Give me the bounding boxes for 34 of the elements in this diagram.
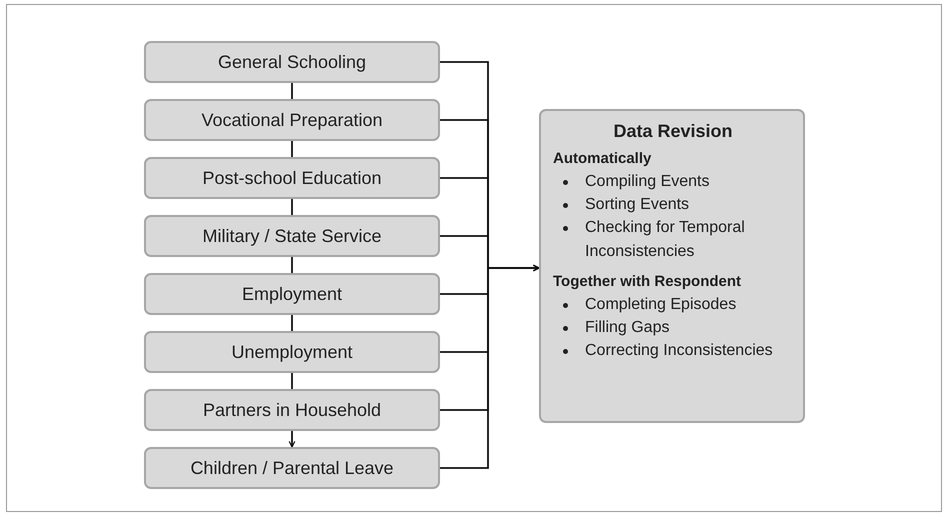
box-label: Unemployment xyxy=(231,342,353,362)
category-box xyxy=(144,389,440,431)
category-box xyxy=(144,273,440,315)
box-label: Vocational Preparation xyxy=(201,110,383,130)
box-label: Military / State Service xyxy=(202,226,382,246)
bullet-item: Checking for Temporal Inconsistencies xyxy=(585,219,745,260)
box-label: Children / Parental Leave xyxy=(190,458,394,478)
connector-line xyxy=(291,373,293,389)
arrow xyxy=(288,431,296,448)
category-box xyxy=(144,41,440,83)
category-box xyxy=(144,99,440,141)
box-label: Post-school Education xyxy=(202,168,382,188)
connector-line xyxy=(291,199,293,215)
category-box xyxy=(144,157,440,199)
bullet-item: Filling Gaps xyxy=(585,318,670,336)
category-box xyxy=(144,215,440,257)
section-heading: Together with Respondent xyxy=(553,272,742,290)
arrow xyxy=(440,264,540,469)
box-label: General Schooling xyxy=(218,52,366,72)
category-box xyxy=(144,447,440,489)
bullet-item: Compiling Events xyxy=(585,173,710,190)
section-heading: Automatically xyxy=(553,150,652,167)
box-label: Employment xyxy=(242,284,342,304)
bullet-item: Sorting Events xyxy=(585,196,690,214)
bullet-item: Correcting Inconsistencies xyxy=(585,342,773,360)
process-panel xyxy=(539,109,805,423)
connector-line xyxy=(291,315,293,331)
panel-title: Data Revision xyxy=(612,121,734,142)
category-box xyxy=(144,331,440,373)
box-label: Partners in Household xyxy=(202,400,382,420)
bullet-item: Completing Episodes xyxy=(585,296,736,313)
connector-line xyxy=(291,141,293,157)
connector-line xyxy=(291,257,293,273)
connector-line xyxy=(291,83,293,99)
